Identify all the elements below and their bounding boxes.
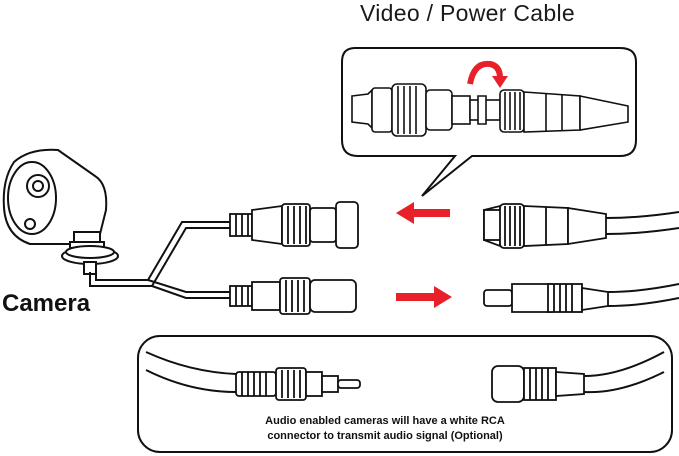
arrow-left-video <box>396 202 450 224</box>
extension-bnc-connector-icon <box>483 203 607 249</box>
camera-icon <box>2 148 119 275</box>
bnc-twist-icon <box>351 83 629 137</box>
camera-rca-connector-icon <box>235 367 361 401</box>
camera-label: Camera <box>2 290 91 317</box>
extension-dc-connector-icon <box>483 283 609 313</box>
camera-bnc-connector-icon <box>229 201 359 249</box>
camera-dc-connector-icon <box>229 277 357 315</box>
audio-note: Audio enabled cameras will have a white … <box>180 414 590 444</box>
arrow-right-power <box>396 286 452 308</box>
audio-note-line-2: connector to transmit audio signal (Opti… <box>267 430 503 442</box>
camera-cables <box>89 221 232 299</box>
extension-video-cable <box>605 211 679 235</box>
diagram-title: Video / Power Cable <box>360 0 575 26</box>
extension-power-cable <box>607 283 679 307</box>
audio-note-line-1: Audio enabled cameras will have a white … <box>265 415 505 427</box>
audio-panel <box>137 335 673 453</box>
extension-rca-connector-icon <box>491 365 585 403</box>
detail-callout <box>341 47 637 197</box>
rotate-arrow-icon <box>467 60 508 88</box>
